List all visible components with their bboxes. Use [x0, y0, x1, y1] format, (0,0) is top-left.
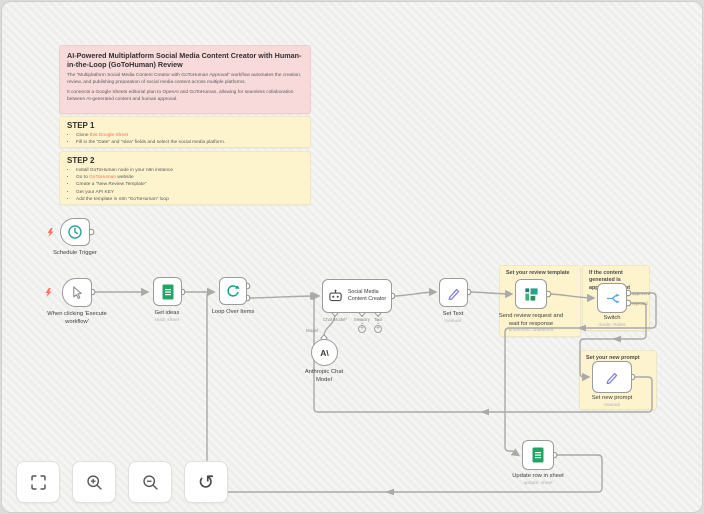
sticky-intro-title: AI-Powered Multiplatform Social Media Co…: [67, 51, 302, 70]
trigger-bolt-icons: [45, 228, 54, 297]
sticky-step2-title: STEP 2: [67, 156, 95, 165]
node-get-ideas[interactable]: [153, 277, 182, 306]
node-schedule-trigger[interactable]: [60, 218, 90, 246]
zoom-in-button[interactable]: [72, 461, 116, 503]
zoom-in-icon: [86, 474, 102, 490]
node-loop-over-items[interactable]: [219, 277, 247, 305]
sticky-step1-title: STEP 1: [67, 121, 95, 130]
set-text-label: Set Text: [442, 311, 464, 317]
node-set-text[interactable]: [439, 278, 468, 307]
node-gotohuman[interactable]: [515, 279, 547, 309]
agent-model-link-label: Model: [306, 328, 318, 333]
manual-trigger-label: When clicking 'Execute workflow': [47, 311, 107, 325]
update-row-subtitle: update: sheet: [523, 481, 553, 486]
node-anthropic-chat-model[interactable]: A\: [311, 339, 338, 366]
anthropic-chat-model-label: Anthropic Chat Model: [304, 369, 344, 383]
loop-over-items-label: Loop Over Items: [211, 309, 255, 315]
robot-icon: [329, 289, 342, 302]
google-sheets-icon: [162, 284, 173, 299]
node-manual-trigger[interactable]: [62, 278, 92, 307]
output-ports[interactable]: [87, 228, 636, 459]
node-update-row[interactable]: [522, 440, 554, 470]
zoom-out-button[interactable]: [128, 461, 172, 503]
fit-view-button[interactable]: [16, 461, 60, 503]
agent-port-memory-label: Memory: [354, 317, 370, 322]
gotohuman-link[interactable]: GoToHuman: [89, 175, 117, 181]
set-text-subtitle: manual: [445, 319, 461, 324]
zoom-out-icon: [142, 474, 158, 490]
gotohuman-subtitle: undefined: undefined: [508, 328, 554, 333]
loop-icon: [227, 285, 240, 297]
gotohuman-label: Send review request and wait for respons…: [498, 313, 564, 327]
sticky-note-step2[interactable]: STEP 2 Install GoToHuman node in your n8…: [59, 151, 311, 205]
anthropic-icon: A\: [320, 347, 329, 358]
sub-connector-diamonds[interactable]: [320, 309, 382, 342]
switch-output-rejected-label: rejected: [632, 300, 648, 306]
agent-port-chat-model-label: Chat Model*: [322, 317, 348, 322]
clock-icon: [68, 225, 82, 239]
step2-bullet-5: Add the template in n8n "GoToHuman" loop: [76, 196, 303, 203]
step2-bullet-4: Get your API KEY: [76, 189, 303, 196]
pencil-icon: [606, 372, 618, 384]
sticky-note-step1[interactable]: STEP 1 Clone this Google Sheet Fill in t…: [59, 116, 311, 148]
update-row-label: Update row in sheet: [512, 473, 564, 479]
undo-button[interactable]: ↺: [184, 461, 228, 503]
switch-icon: [606, 293, 620, 303]
node-switch[interactable]: [597, 283, 627, 313]
sticky-note-intro[interactable]: AI-Powered Multiplatform Social Media Co…: [59, 45, 311, 114]
sticky-review-title: Set your review template: [506, 270, 570, 276]
pencil-icon: [448, 288, 459, 300]
cursor-icon: [72, 286, 82, 299]
set-new-prompt-label: Set new prompt: [591, 395, 633, 401]
agent-port-tool-label: Tool: [373, 317, 383, 322]
google-sheets-icon: [532, 447, 544, 463]
step1-bullet-2: Fill in the "Date" and "Idea" fields and…: [76, 139, 303, 146]
node-ai-agent[interactable]: Social Media Content Creator: [322, 279, 392, 313]
step2-bullet-3: Create a "New Review Template": [76, 181, 303, 188]
switch-subtitle: mode: Rules: [598, 323, 626, 328]
schedule-trigger-label: Schedule Trigger: [53, 250, 97, 256]
step2-bullet-1: Install GoToHuman node in your n8n insta…: [76, 167, 303, 174]
add-memory-button[interactable]: +: [358, 325, 366, 333]
connection-loop-to-agent: [246, 291, 319, 301]
sticky-intro-paragraph-2: It connects a Google Sheets editorial pl…: [67, 90, 294, 103]
get-ideas-label: Get ideas: [154, 310, 180, 316]
undo-icon: ↺: [197, 470, 215, 494]
get-ideas-subtitle: read: sheet: [154, 318, 180, 323]
connection-agent-to-settext: [391, 287, 438, 297]
node-set-new-prompt[interactable]: [592, 361, 632, 393]
ai-agent-label: Social Media Content Creator: [347, 288, 387, 302]
set-new-prompt-subtitle: manual: [604, 403, 620, 408]
gotohuman-icon: [524, 287, 538, 301]
google-sheet-link[interactable]: this Google Sheet: [89, 133, 129, 138]
switch-label: Switch: [603, 315, 621, 321]
canvas-controls: ↺: [16, 461, 228, 503]
sticky-intro-paragraph-1: The "Multiplatform Social Media Content …: [67, 72, 302, 85]
fit-view-icon: [30, 474, 46, 490]
step2-bullet-2: Go to GoToHuman website: [76, 174, 303, 181]
switch-output-approved-label: approved: [632, 290, 651, 296]
step1-bullet-1: Clone this Google Sheet: [76, 132, 303, 139]
add-tool-button[interactable]: +: [374, 325, 382, 333]
